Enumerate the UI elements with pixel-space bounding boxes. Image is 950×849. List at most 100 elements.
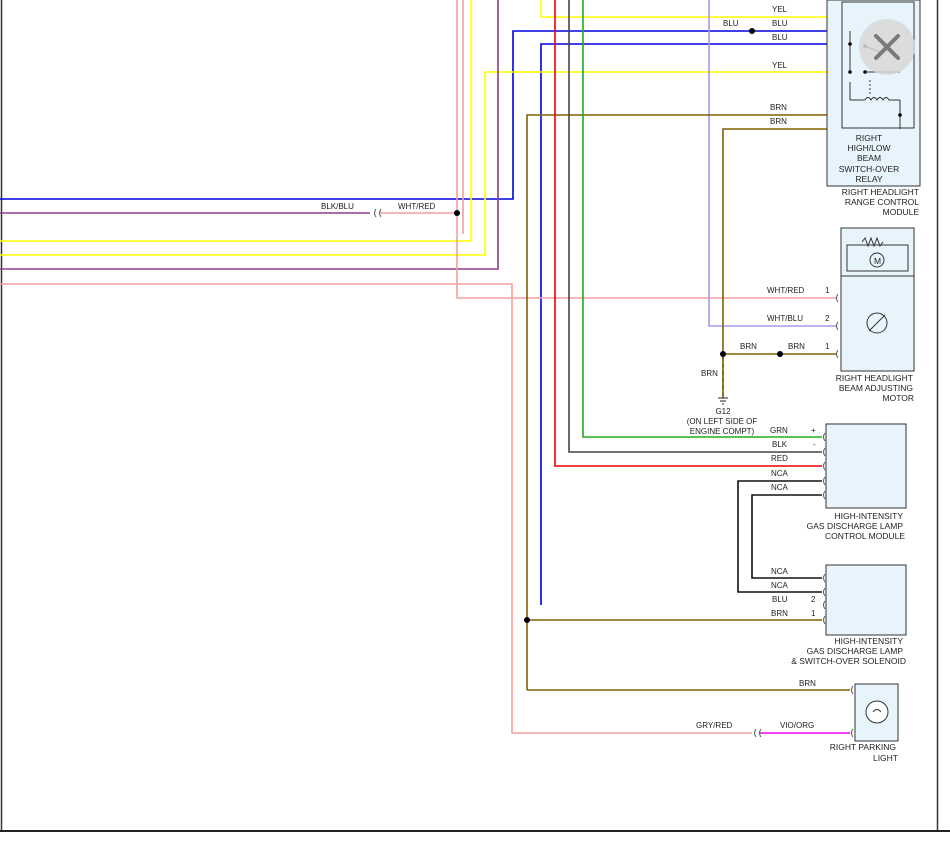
connector-mark xyxy=(836,293,839,359)
label-sol-nca1: NCA xyxy=(771,567,789,576)
splice-dot xyxy=(777,351,783,357)
pin-motor-1a: 1 xyxy=(825,286,830,295)
hid-solenoid-label-line: GAS DISCHARGE LAMP xyxy=(807,646,904,656)
label-hid-grn: GRN xyxy=(770,426,788,435)
label-motor-brn-a: BRN xyxy=(740,342,757,351)
label-motor-wht-blu: WHT/BLU xyxy=(767,314,803,323)
wire-brn-relay1 xyxy=(526,114,900,690)
pin-hid-plus: + xyxy=(811,426,816,435)
label-blu-top2: BLU xyxy=(772,19,788,28)
range-module-label-line: RANGE CONTROL xyxy=(845,197,919,207)
motor-symbol: M xyxy=(874,256,881,266)
relay-label: RIGHT HIGH/LOW BEAM SWITCH-OVER RELAY xyxy=(839,133,899,184)
splice-dot xyxy=(749,28,755,34)
range-module-label-line: RIGHT HEADLIGHT xyxy=(842,187,919,197)
wire-yel-mid xyxy=(0,71,850,256)
relay-label-line: RIGHT xyxy=(856,133,882,143)
connector-mark xyxy=(823,432,826,500)
hid-solenoid-box xyxy=(825,564,907,636)
label-sol-nca2: NCA xyxy=(771,581,789,590)
label-brn-relay2: BRN xyxy=(770,117,787,126)
label-yel-top: YEL xyxy=(772,5,788,14)
label-hid-nca1: NCA xyxy=(771,469,789,478)
label-hid-nca2: NCA xyxy=(771,483,789,492)
label-park-brn: BRN xyxy=(799,679,816,688)
hid-solenoid-label-line: & SWITCH-OVER SOLENOID xyxy=(791,656,906,666)
motor-label: RIGHT HEADLIGHT BEAM ADJUSTING MOTOR xyxy=(836,373,914,403)
label-sol-blu: BLU xyxy=(772,595,788,604)
wire-blu-top xyxy=(0,30,850,200)
label-wht-red-left: WHT/RED xyxy=(398,202,436,211)
label-blu-top3: BLU xyxy=(772,33,788,42)
ground-symbol xyxy=(718,397,728,405)
hid-control-module-box xyxy=(825,423,907,509)
hid-control-label-line: GAS DISCHARGE LAMP xyxy=(807,521,904,531)
connector-mark xyxy=(823,573,826,625)
wire-gry-red xyxy=(0,283,752,734)
connector-mark xyxy=(754,728,762,738)
connector-mark xyxy=(374,208,382,218)
relay-label-line: SWITCH-OVER xyxy=(839,164,899,174)
parking-label-line: RIGHT PARKING xyxy=(830,742,896,752)
relay-label-line: HIGH/LOW xyxy=(848,143,891,153)
wire-nca-1 xyxy=(737,480,822,593)
motor-label-line: RIGHT HEADLIGHT xyxy=(836,373,913,383)
wire-grn xyxy=(582,0,822,438)
close-button[interactable] xyxy=(859,19,915,75)
wires xyxy=(0,0,900,734)
parking-label-line: LIGHT xyxy=(873,753,898,763)
label-brn-ground: BRN xyxy=(701,369,718,378)
motor-label-line: BEAM ADJUSTING xyxy=(839,383,913,393)
label-park-gry-red: GRY/RED xyxy=(696,721,733,730)
close-icon xyxy=(874,34,900,60)
hid-solenoid-label-line: HIGH-INTENSITY xyxy=(835,636,904,646)
splices xyxy=(454,28,783,623)
parking-label: RIGHT PARKING LIGHT xyxy=(830,742,898,763)
motor-internal xyxy=(841,236,914,334)
pin-motor-2: 2 xyxy=(825,314,830,323)
wire-labels: YEL BLU BLU BLU YEL BRN BRN BLK/BLU WHT/… xyxy=(321,5,816,730)
relay-label-line: RELAY xyxy=(855,174,883,184)
motor-box xyxy=(840,227,915,372)
label-hid-blk: BLK xyxy=(772,440,788,449)
label-blu-top1: BLU xyxy=(723,19,739,28)
label-blk-blu: BLK/BLU xyxy=(321,202,354,211)
splice-dot xyxy=(524,617,530,623)
wire-blk xyxy=(568,0,822,453)
pin-numbers: 1 2 1 + - 2 1 xyxy=(811,286,830,618)
hid-solenoid-label: HIGH-INTENSITY GAS DISCHARGE LAMP & SWIT… xyxy=(791,636,906,666)
label-yel-mid: YEL xyxy=(772,61,788,70)
wire-yel-lower xyxy=(0,0,472,242)
label-brn-relay1: BRN xyxy=(770,103,787,112)
wire-wht-blu xyxy=(708,0,836,327)
wire-vio-1 xyxy=(0,0,499,270)
ground-labels: G12 (ON LEFT SIDE OF ENGINE COMPT) xyxy=(687,407,758,436)
wire-red xyxy=(554,0,822,467)
bulb-icon xyxy=(865,700,889,724)
range-module-label-line: MODULE xyxy=(883,207,920,217)
wire-nca-2 xyxy=(751,494,822,579)
label-motor-brn-b: BRN xyxy=(788,342,805,351)
label-hid-red: RED xyxy=(771,454,788,463)
label-sol-brn: BRN xyxy=(771,609,788,618)
pin-sol-1: 1 xyxy=(811,609,816,618)
motor-label-line: MOTOR xyxy=(883,393,914,403)
ground-note-1: (ON LEFT SIDE OF xyxy=(687,417,758,426)
hid-control-label-line: HIGH-INTENSITY xyxy=(835,511,904,521)
wire-yel-top xyxy=(540,0,858,18)
hid-control-label: HIGH-INTENSITY GAS DISCHARGE LAMP CONTRO… xyxy=(807,511,906,541)
relay-label-line: BEAM xyxy=(857,153,881,163)
ground-name: G12 xyxy=(715,407,731,416)
label-park-vio-org: VIO/ORG xyxy=(780,721,814,730)
pin-hid-minus: - xyxy=(813,440,816,449)
label-motor-wht-red: WHT/RED xyxy=(767,286,805,295)
pin-motor-1b: 1 xyxy=(825,342,830,351)
splice-dot xyxy=(454,210,460,216)
hid-control-label-line: CONTROL MODULE xyxy=(825,531,905,541)
range-module-label: RIGHT HEADLIGHT RANGE CONTROL MODULE xyxy=(842,187,920,217)
connectors xyxy=(374,208,854,738)
connector-mark xyxy=(851,685,854,738)
bulb-filament xyxy=(872,709,882,713)
